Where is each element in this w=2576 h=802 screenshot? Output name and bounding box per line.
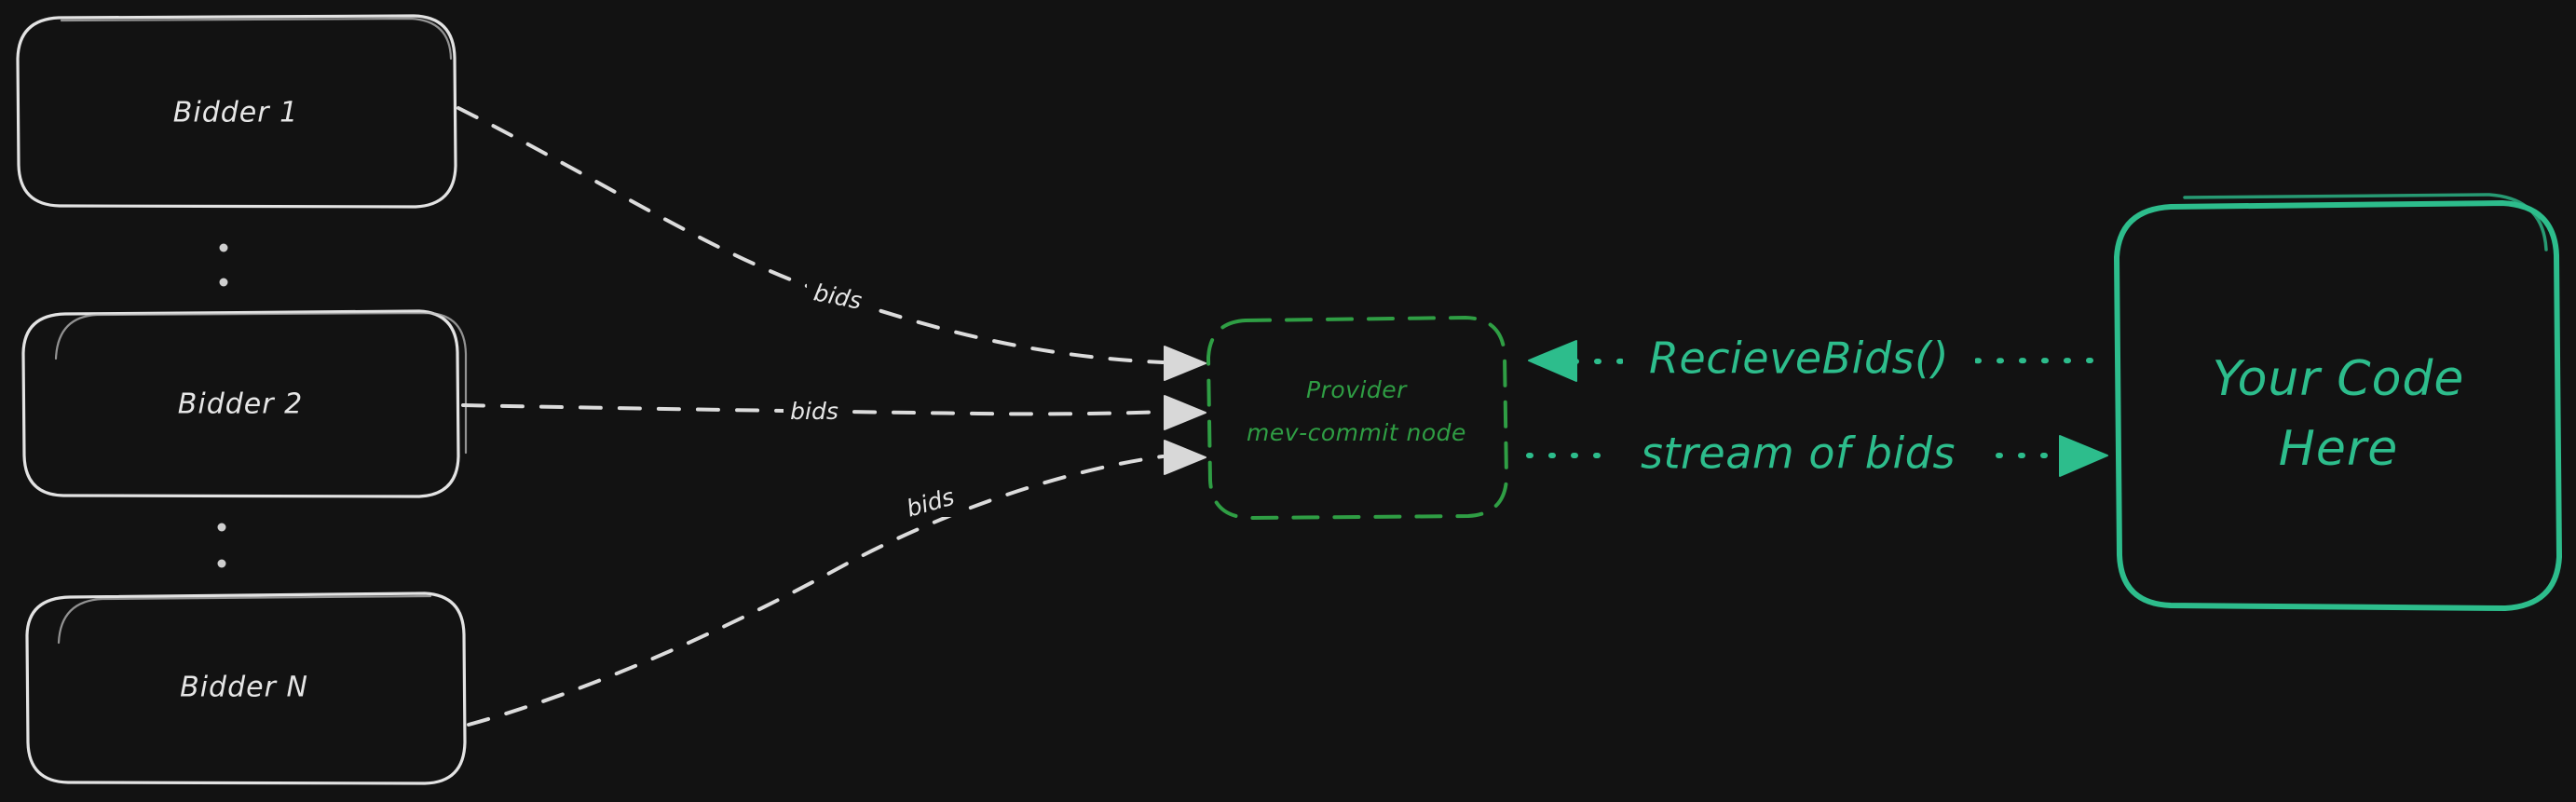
node-your-code[interactable]: Your Code Here [2114, 193, 2562, 611]
provider-label-line2: mev-commit node [1247, 419, 1466, 446]
arrowhead-biddern [1164, 440, 1206, 475]
node-bidder-2[interactable]: Bidder 2 [21, 309, 468, 498]
bidder-n-border [25, 591, 467, 785]
edge-bidder2-line [461, 403, 1165, 416]
edge-biddern-line [467, 455, 1165, 727]
edge-biddern-label-bg [900, 489, 961, 517]
ellipsis-bidder1-bidder2 [219, 243, 228, 287]
bidder-n-label: Bidder N [180, 672, 308, 704]
ellipsis-dot [217, 523, 226, 532]
ellipsis-dot [219, 278, 228, 287]
your-code-label-line1: Your Code [2213, 351, 2465, 407]
bidder-2-border [21, 309, 460, 498]
edge-provider-to-yourcode: stream of bids [1526, 428, 2108, 480]
bidder-2-label: Bidder 2 [178, 388, 303, 421]
arrowhead-stream [2059, 435, 2108, 477]
bidder-2-border-sketch [54, 311, 468, 455]
arrowhead-bidder2 [1164, 395, 1206, 430]
ellipsis-dot [219, 243, 228, 252]
node-bidder-n[interactable]: Bidder N [25, 591, 467, 785]
edge-bidder1-to-provider: bids [457, 106, 1206, 381]
node-provider[interactable]: Provider mev-commit node [1206, 315, 1509, 521]
your-code-label-line2: Here [2279, 421, 2398, 477]
provider-border [1206, 315, 1509, 521]
bidder-1-border-sketch [60, 17, 453, 61]
bidder-1-border [16, 14, 457, 209]
ellipsis-bidder2-biddern [217, 523, 226, 568]
your-code-border [2114, 200, 2562, 611]
bidder-n-border-sketch [57, 594, 432, 645]
edge-stream-label: stream of bids [1641, 428, 1956, 479]
provider-label-line1: Provider [1306, 376, 1408, 403]
edge-bidder2-to-provider: bids [461, 395, 1206, 430]
edge-biddern-to-provider: bids [467, 440, 1206, 727]
edge-bidder1-label-bg [807, 283, 868, 311]
edge-bidder2-label: bids [790, 398, 838, 425]
bidder-1-label: Bidder 1 [173, 97, 298, 129]
your-code-border-sketch [2183, 193, 2548, 251]
node-bidder-1[interactable]: Bidder 1 [16, 14, 457, 209]
edge-stream-label-bg [1606, 431, 1990, 480]
edge-recievebids-label: RecieveBids() [1649, 333, 1949, 384]
arrowhead-bidder1 [1164, 346, 1206, 381]
edge-bidder1-line [457, 106, 1165, 364]
ellipsis-dot [217, 559, 226, 568]
edge-yourcode-to-provider: RecieveBids() [1528, 333, 2106, 386]
arrowhead-recievebids [1528, 340, 1577, 382]
edge-recievebids-label-bg [1623, 337, 1975, 386]
edge-bidder2-label-bg [784, 398, 845, 426]
